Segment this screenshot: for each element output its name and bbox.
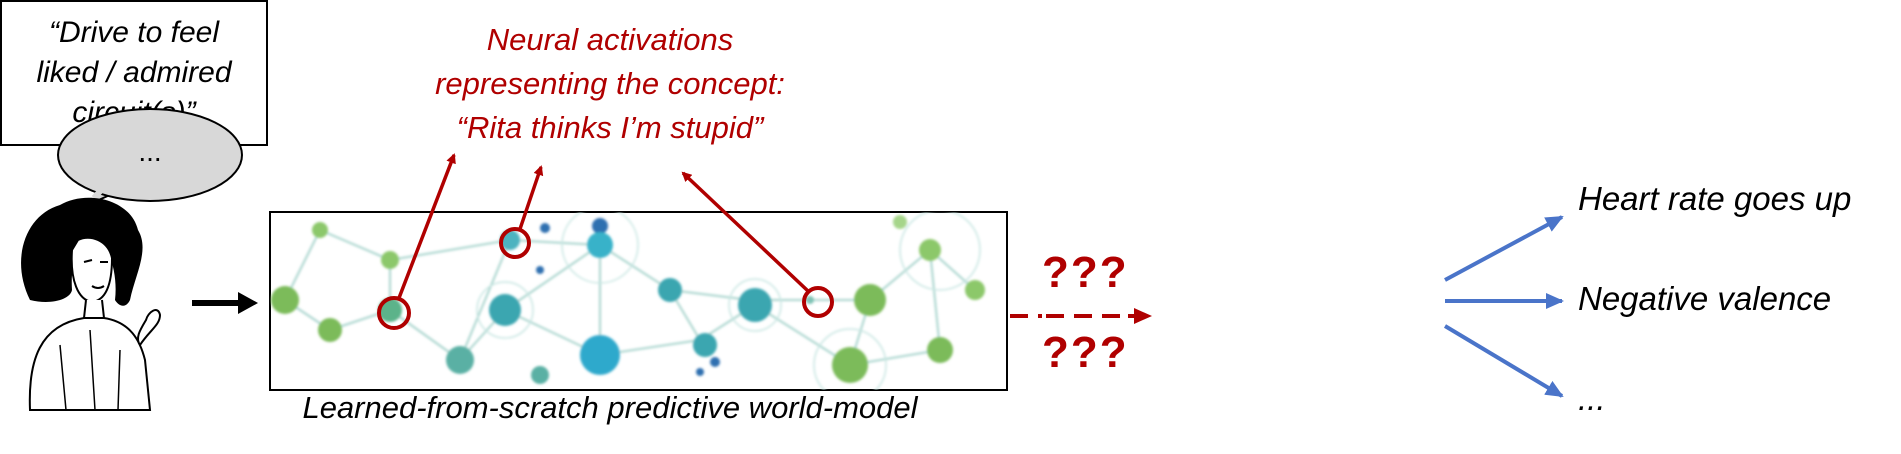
- output-heart-rate: Heart rate goes up: [1578, 180, 1852, 217]
- world-model-caption: Learned-from-scratch predictive world-mo…: [302, 390, 918, 425]
- output-arrow-heart-rate: [1444, 215, 1564, 282]
- speech-bubble: [57, 108, 243, 206]
- concept-pointer-arrows: [397, 153, 810, 299]
- output-negative-valence: Negative valence: [1578, 280, 1832, 317]
- world-model-box: [269, 211, 1008, 391]
- unknown-mapping-bottom: ???: [1042, 328, 1129, 377]
- output-arrow-other: [1443, 324, 1564, 398]
- output-arrows: [1443, 215, 1564, 398]
- activation-ring-2: [499, 227, 531, 259]
- speaker-figure: [21, 108, 243, 411]
- concept-line: representing the concept:: [435, 66, 785, 101]
- concept-label: Neural activations representing the conc…: [330, 18, 890, 150]
- unknown-mapping-arrow: [1010, 292, 1152, 340]
- concept-line: “Rita thinks I’m stupid”: [456, 110, 764, 145]
- output-ellipsis: ...: [1578, 380, 1606, 417]
- highlighted-activations: [377, 227, 834, 330]
- input-arrow: [192, 292, 258, 314]
- unknown-mapping-top: ???: [1042, 248, 1129, 297]
- speech-bubble-text: ...: [138, 136, 162, 167]
- activation-ring-3: [802, 286, 834, 318]
- concept-line: Neural activations: [486, 22, 734, 57]
- neural-network-graphic: [271, 212, 985, 390]
- drive-line: liked / admired: [36, 56, 232, 89]
- activation-ring-1: [377, 296, 411, 330]
- drive-line: “Drive to feel: [48, 16, 220, 49]
